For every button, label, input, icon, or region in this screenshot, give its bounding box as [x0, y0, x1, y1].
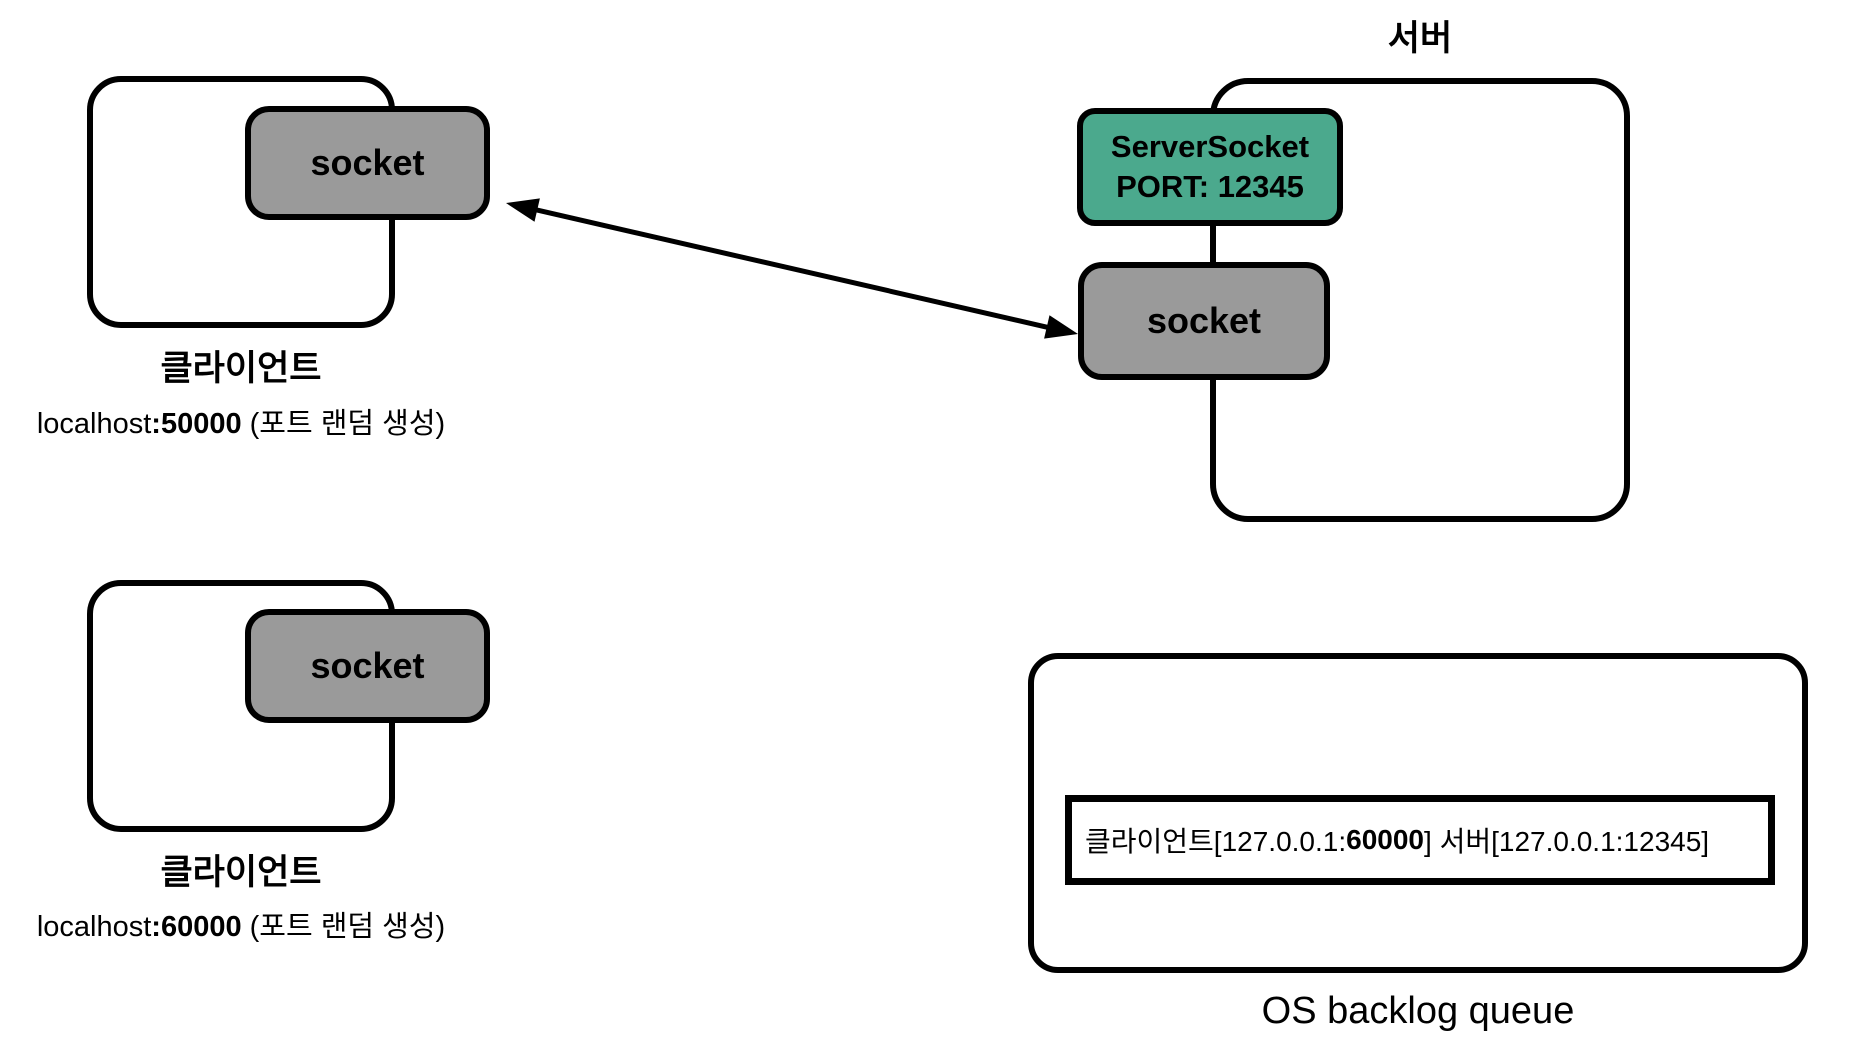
server-accepted-socket-box: socket [1078, 262, 1330, 380]
arrowhead-left-icon [506, 198, 540, 222]
server-socket-label: socket [1146, 300, 1262, 341]
client2-address-host: localhost [36, 911, 152, 943]
backlog-entry-suffix: ] 서버[127.0.0.1:12345] [1424, 826, 1710, 857]
client1-address: localhost:50000 (포트 랜덤 생성) [0, 400, 491, 442]
client2-title: 클라이언트 [160, 853, 322, 892]
client1-socket-box: socket [245, 106, 490, 220]
client2-address: localhost:60000 (포트 랜덤 생성) [0, 903, 491, 945]
server-title: 서버 [1387, 19, 1453, 58]
backlog-entry-prefix: 클라이언트[127.0.0.1: [1085, 826, 1347, 857]
arrowhead-right-icon [1044, 315, 1078, 339]
server-socket-name: ServerSocket [1110, 129, 1310, 165]
client2-address-port: :60000 [151, 911, 242, 943]
server-socket-port-box: ServerSocket PORT: 12345 [1077, 108, 1343, 226]
client1-address-port: :50000 [151, 408, 242, 440]
connection-arrow-line [534, 207, 1049, 330]
backlog-entry: 클라이언트[127.0.0.1:60000] 서버[127.0.0.1:1234… [1065, 795, 1775, 885]
client2-address-note: (포트 랜덤 생성) [241, 911, 446, 943]
server-socket-port: PORT: 12345 [1116, 169, 1304, 204]
backlog-caption: OS backlog queue [1261, 990, 1575, 1032]
client1-socket-label: socket [310, 142, 425, 183]
client2-socket-box: socket [245, 609, 490, 723]
client1-address-note: (포트 랜덤 생성) [241, 408, 446, 440]
client2-socket-label: socket [310, 645, 425, 686]
client1-address-host: localhost [36, 408, 152, 440]
client1-title: 클라이언트 [160, 349, 322, 388]
backlog-entry-port: 60000 [1346, 824, 1425, 855]
